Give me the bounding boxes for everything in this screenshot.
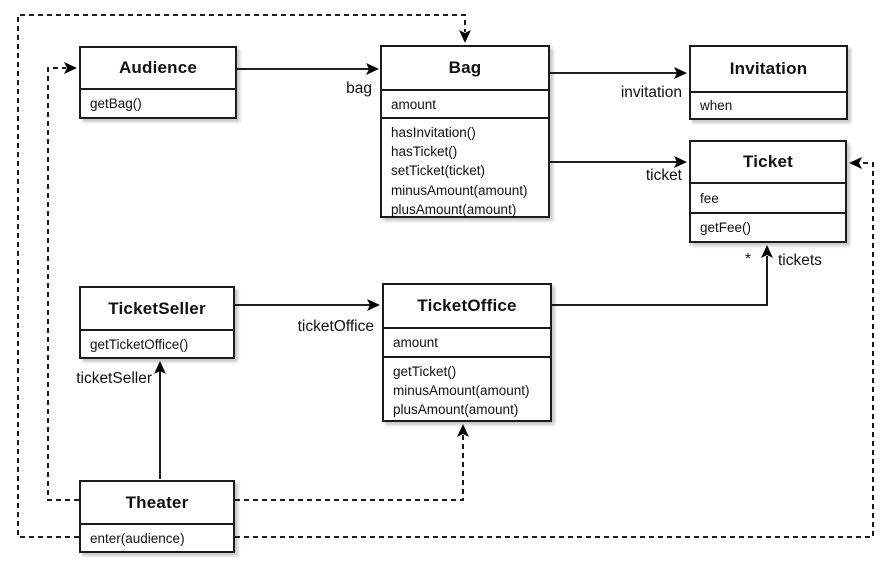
class-bag-method-hasinvitation: hasInvitation() xyxy=(391,125,476,140)
class-invitation-attr-when: when xyxy=(700,98,733,113)
edge-bag-ticket xyxy=(550,156,687,168)
class-audience-method-getbag: getBag() xyxy=(90,96,142,111)
edge-label-ticketseller: ticketSeller xyxy=(76,370,152,387)
edge-label-ticketoffice: ticketOffice xyxy=(297,318,374,335)
class-bag-method-plusamount: plusAmount(amount) xyxy=(391,201,517,217)
class-audience: Audience getBag() xyxy=(79,46,237,119)
class-ticketoffice-methods: getTicket() minusAmount(amount) plusAmou… xyxy=(384,358,550,424)
class-ticketseller: TicketSeller getTicketOffice() xyxy=(79,286,235,359)
edge-theater-audience-dashed xyxy=(47,62,79,501)
class-ticketoffice: TicketOffice amount getTicket() minusAmo… xyxy=(382,283,552,422)
edge-bag-invitation xyxy=(550,67,687,79)
class-invitation: Invitation when xyxy=(689,45,848,120)
class-ticketoffice-method-getticket: getTicket() xyxy=(393,364,457,379)
class-ticketoffice-attr-amount: amount xyxy=(384,329,550,358)
edge-label-tickets-multiplicity: * xyxy=(744,251,752,268)
class-ticketseller-method-getticketoffice: getTicketOffice() xyxy=(90,336,189,352)
class-ticketoffice-method-minusamount: minusAmount(amount) xyxy=(393,383,530,399)
class-bag-method-minusamount: minusAmount(amount) xyxy=(391,182,528,198)
class-audience-name: Audience xyxy=(81,48,235,90)
edge-theater-ticketoffice-dashed xyxy=(235,424,469,501)
edge-theater-bag-dashed xyxy=(17,14,471,538)
class-ticketoffice-method-plusamount: plusAmount(amount) xyxy=(393,402,519,418)
class-theater-method-enter: enter(audience) xyxy=(90,530,185,546)
edge-label-tickets: tickets xyxy=(778,252,822,269)
class-ticket-attr-fee: fee xyxy=(691,184,845,214)
class-bag-attr-amount: amount xyxy=(382,91,548,119)
class-bag-method-setticket: setTicket(ticket) xyxy=(391,163,486,179)
edge-label-invitation: invitation xyxy=(620,84,682,101)
class-bag-name: Bag xyxy=(382,47,548,91)
edge-ticketseller-ticketoffice xyxy=(235,299,380,311)
class-invitation-name: Invitation xyxy=(691,47,846,93)
class-ticketseller-name: TicketSeller xyxy=(81,288,233,331)
edge-theater-ticket-dashed xyxy=(235,157,874,538)
edge-audience-bag xyxy=(237,63,379,75)
edge-ticketoffice-ticket xyxy=(552,245,773,306)
edge-theater-ticketseller xyxy=(154,361,166,479)
class-ticket-name: Ticket xyxy=(691,142,845,184)
class-ticketoffice-name: TicketOffice xyxy=(384,285,550,329)
class-ticket-method-getfee: getFee() xyxy=(700,220,752,235)
edge-label-bag: bag xyxy=(346,80,372,97)
class-theater-name: Theater xyxy=(81,482,233,525)
class-theater: Theater enter(audience) xyxy=(79,480,235,553)
class-ticket: Ticket fee getFee() xyxy=(689,140,847,243)
class-bag-methods: hasInvitation() hasTicket() setTicket(ti… xyxy=(382,119,548,223)
edge-label-ticket: ticket xyxy=(645,167,682,184)
class-bag: Bag amount hasInvitation() hasTicket() s… xyxy=(380,45,550,218)
class-bag-method-hasticket: hasTicket() xyxy=(391,144,458,160)
